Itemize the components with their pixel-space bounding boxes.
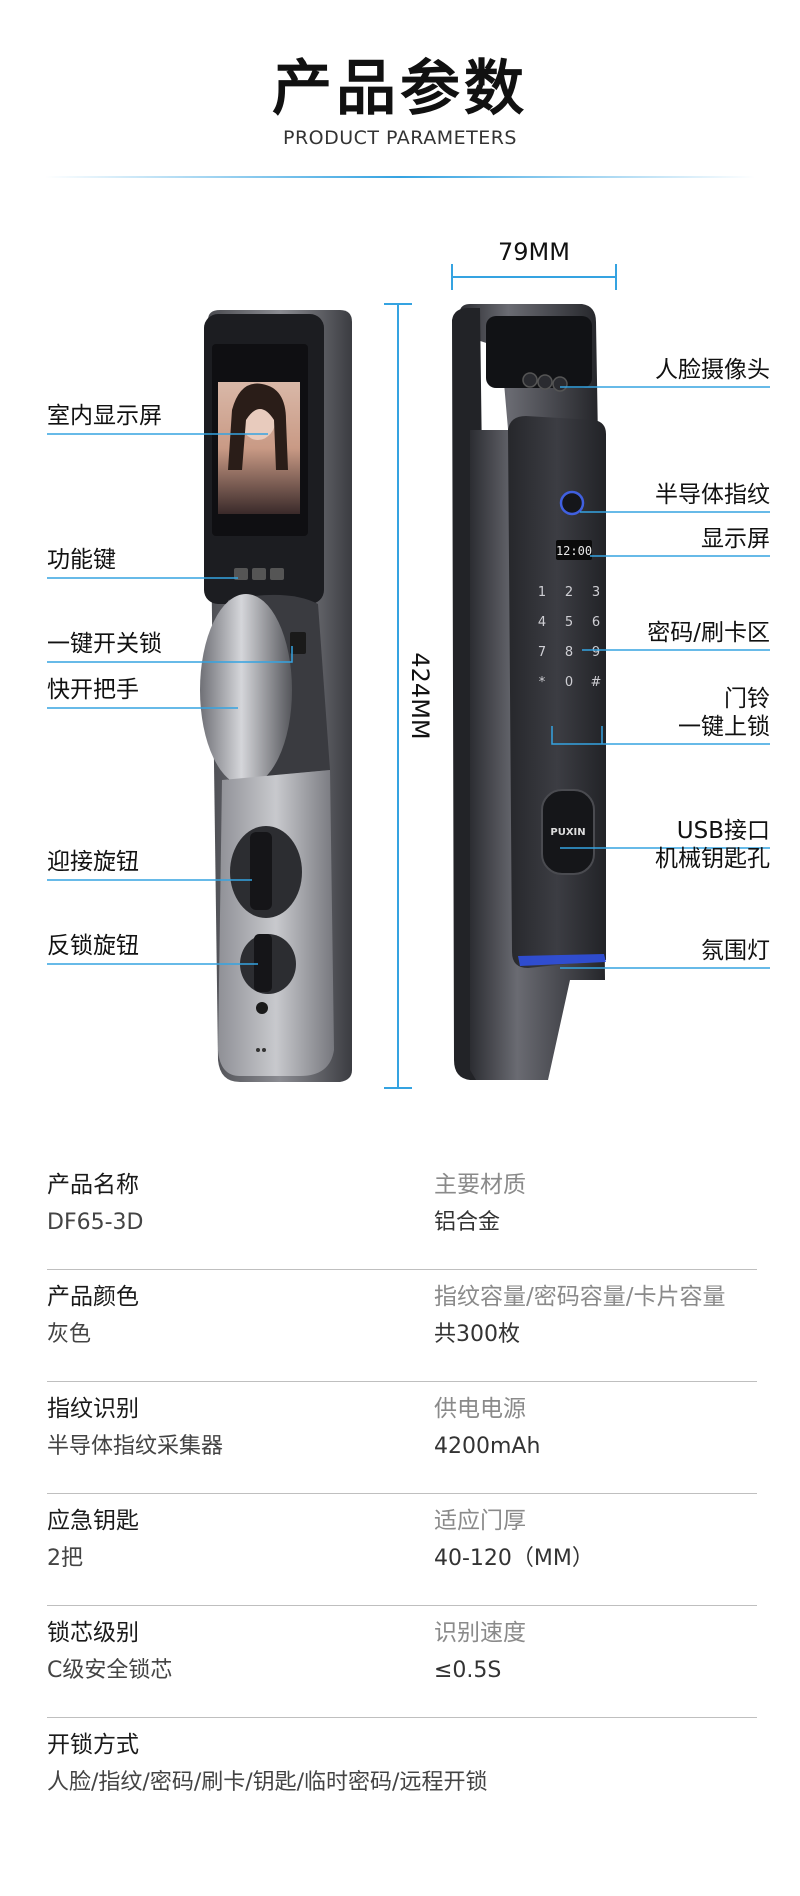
- spec-value: 共300枚: [434, 1322, 520, 1347]
- spec-value: ≤0.5S: [434, 1658, 502, 1683]
- exterior-lock-image: 12:00 1 2 3 4 5 6 7 8 9 * 0 # PUXIN: [452, 304, 606, 1080]
- spec-key: 产品名称: [47, 1172, 139, 1198]
- spec-value: 铝合金: [434, 1210, 501, 1235]
- label-doorbell: 门铃: [724, 686, 770, 712]
- spec-value: 2把: [47, 1546, 83, 1571]
- spec-row: 产品颜色灰色 指纹容量/密码容量/卡片容量共300枚: [47, 1270, 757, 1382]
- title-divider: [45, 176, 755, 178]
- spec-row: 指纹识别半导体指纹采集器 供电电源 4200mAh: [47, 1382, 757, 1494]
- label-key-hole: 机械钥匙孔: [655, 846, 770, 872]
- label-indoor-screen: 室内显示屏: [47, 403, 162, 429]
- spec-value: 人脸/指纹/密码/刷卡/钥匙/临时密码/远程开锁: [47, 1770, 488, 1795]
- label-ambient-light: 氛围灯: [701, 938, 770, 964]
- spec-row: 应急钥匙 2把 适应门厚 40-120（MM）: [47, 1494, 757, 1606]
- spec-value: 40-120（MM）: [434, 1546, 594, 1571]
- label-password-card-area: 密码/刷卡区: [647, 620, 770, 646]
- label-usb-port: USB接口: [677, 818, 770, 844]
- spec-key: 指纹识别: [47, 1396, 139, 1422]
- height-dimension: [384, 303, 412, 1089]
- keypad-key: 4: [538, 615, 546, 630]
- page-subtitle: PRODUCT PARAMETERS: [282, 127, 517, 149]
- label-function-keys: 功能键: [47, 547, 116, 573]
- product-diagram: 12:00 1 2 3 4 5 6 7 8 9 * 0 # PUXIN 79MM 424MM 室内显示…: [47, 238, 770, 1089]
- spec-key: 适应门厚: [434, 1508, 526, 1534]
- key-hole-cover: [541, 789, 595, 875]
- spec-key: 开锁方式: [47, 1732, 139, 1758]
- spec-row: 产品名称 DF65-3D 主要材质铝合金: [47, 1158, 757, 1270]
- fingerprint-sensor: [559, 490, 585, 516]
- spec-row: 开锁方式人脸/指纹/密码/刷卡/钥匙/临时密码/远程开锁: [47, 1718, 757, 1829]
- spec-key: 主要材质: [434, 1172, 526, 1198]
- keypad-key: 0: [565, 675, 573, 690]
- spec-key: 应急钥匙: [47, 1508, 139, 1534]
- keypad-key: 3: [592, 585, 600, 600]
- interior-lock-image: [200, 310, 352, 1082]
- label-display-screen: 显示屏: [701, 526, 770, 552]
- keypad-key: 1: [538, 585, 546, 600]
- keypad: 1 2 3 4 5 6 7 8 9 * 0 #: [538, 585, 602, 690]
- spec-key: 指纹容量/密码容量/卡片容量: [434, 1284, 726, 1310]
- label-quick-handle: 快开把手: [47, 677, 139, 703]
- right-leader-lines: [551, 386, 770, 969]
- spec-key: 产品颜色: [47, 1284, 139, 1310]
- page-title: 产品参数: [272, 54, 528, 124]
- lock-display-screen: [556, 540, 592, 560]
- keypad-key: #: [591, 675, 602, 690]
- spec-key: 供电电源: [434, 1396, 526, 1422]
- spec-table: 产品名称 DF65-3D 主要材质铝合金 产品颜色灰色 指纹容量/密码容量/卡片容…: [47, 1158, 757, 1829]
- keypad-key: *: [539, 675, 546, 690]
- screen-time-text: 12:00: [556, 544, 592, 558]
- keypad-key: 5: [565, 615, 573, 630]
- keypad-key: 9: [592, 645, 600, 660]
- width-dimension-label: 79MM: [498, 238, 570, 266]
- keypad-key: 7: [538, 645, 546, 660]
- height-dimension-label: 424MM: [406, 652, 434, 739]
- label-welcome-knob: 迎接旋钮: [47, 849, 139, 875]
- keypad-key: 8: [565, 645, 573, 660]
- spec-value: 半导体指纹采集器: [47, 1434, 224, 1459]
- label-one-key-lock: 一键上锁: [678, 714, 770, 740]
- label-anti-lock-knob: 反锁旋钮: [47, 933, 139, 959]
- keypad-key: 6: [592, 615, 600, 630]
- keypad-key: 2: [565, 585, 573, 600]
- label-face-camera: 人脸摄像头: [655, 357, 770, 383]
- left-leader-lines: [47, 433, 293, 965]
- brand-logo: PUXIN: [550, 827, 585, 838]
- width-dimension: [451, 264, 617, 290]
- spec-value: 4200mAh: [434, 1434, 541, 1459]
- spec-value: C级安全锁芯: [47, 1658, 173, 1683]
- ambient-light-strip: [518, 954, 606, 966]
- quick-open-handle: [200, 594, 292, 786]
- label-semiconductor-fingerprint: 半导体指纹: [655, 482, 770, 508]
- spec-value: DF65-3D: [47, 1210, 144, 1235]
- spec-key: 锁芯级别: [47, 1620, 139, 1646]
- spec-value: 灰色: [47, 1322, 92, 1347]
- label-one-key-switch: 一键开关锁: [47, 631, 162, 657]
- spec-key: 识别速度: [434, 1620, 526, 1646]
- spec-row: 锁芯级别 C级安全锁芯 识别速度 ≤0.5S: [47, 1606, 757, 1718]
